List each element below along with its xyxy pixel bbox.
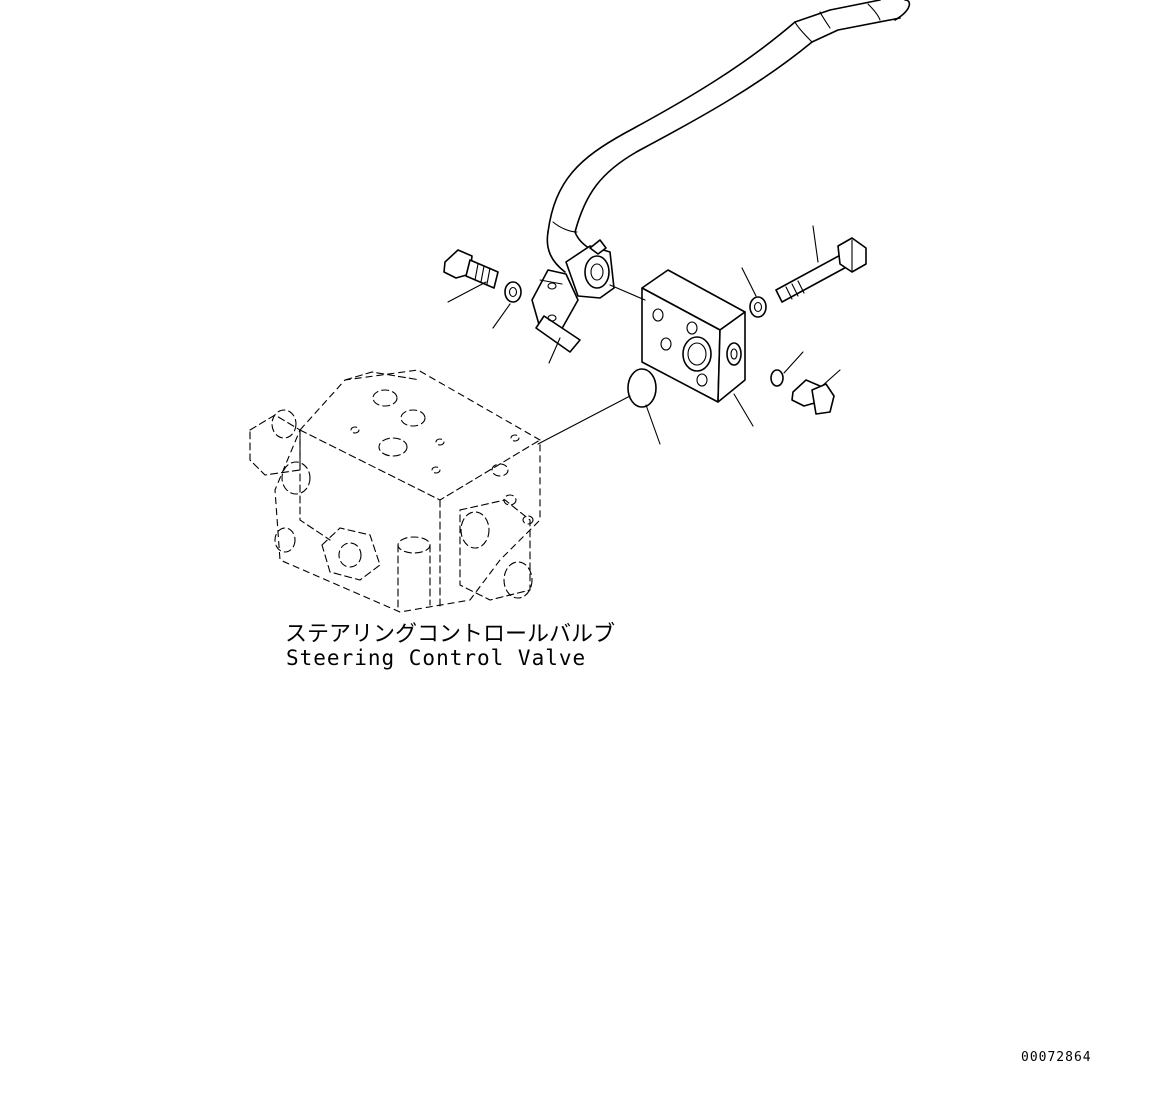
component-label-en: Steering Control Valve — [286, 646, 586, 670]
split-flange-clamp — [531, 269, 581, 353]
leader-lines — [447, 225, 841, 445]
plug — [791, 379, 835, 415]
hydraulic-hose — [546, 0, 911, 273]
adapter-block — [641, 269, 746, 403]
document-number: 00072864 — [1021, 1050, 1092, 1065]
large-o-ring — [627, 368, 657, 408]
hose-flange-fitting — [565, 239, 615, 299]
steering-control-valve — [249, 369, 541, 613]
flange-bolt-left — [443, 249, 499, 289]
long-bolt — [775, 237, 867, 303]
washer-right — [749, 296, 767, 318]
plug-o-ring — [770, 369, 784, 387]
component-label-jp: ステアリングコントロールバルブ — [285, 622, 615, 647]
washer-left — [504, 281, 522, 303]
